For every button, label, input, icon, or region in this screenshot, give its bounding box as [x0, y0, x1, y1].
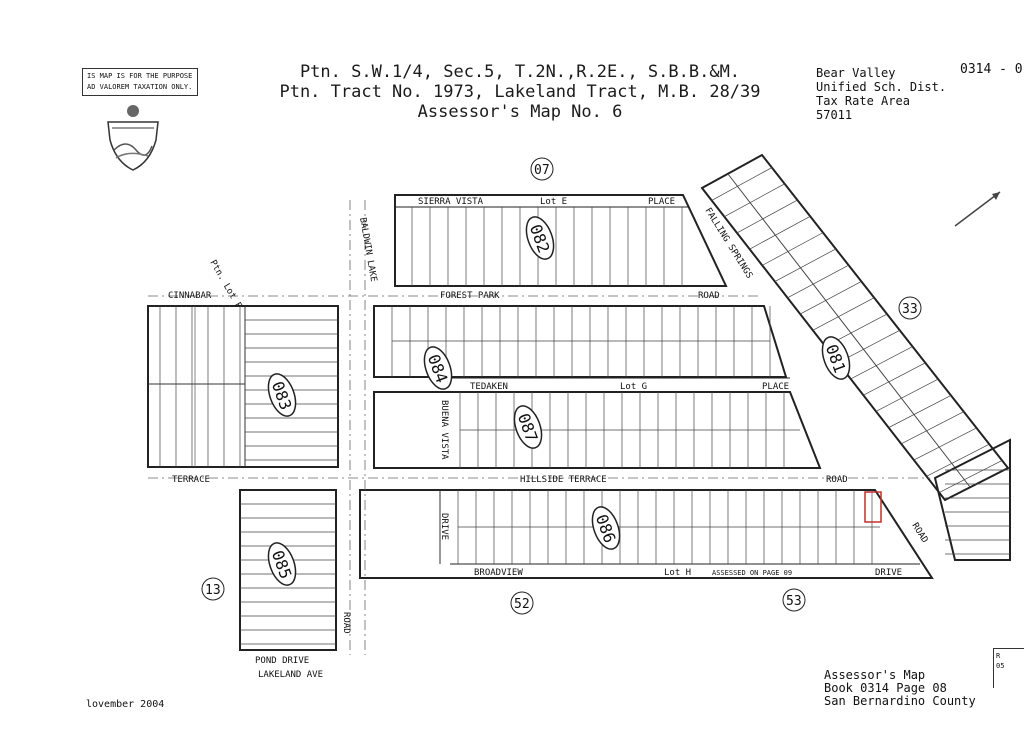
county-seal-icon — [107, 105, 159, 171]
map-date: lovember 2004 — [86, 699, 165, 710]
road-label-3: ROAD — [909, 521, 929, 545]
lot-g-label: Lot G — [620, 382, 647, 392]
lot-line — [787, 264, 849, 299]
street-label-hillside-terrace: HILLSIDE TERRACE — [520, 475, 607, 485]
svg-text:52: 52 — [514, 597, 530, 612]
place-label: PLACE — [648, 197, 675, 207]
svg-text:087: 087 — [514, 411, 542, 445]
title-line-1: Ptn. S.W.1/4, Sec.5, T.2N.,R.2E., S.B.B.… — [299, 62, 741, 82]
svg-text:07: 07 — [534, 163, 550, 178]
svg-text:53: 53 — [786, 594, 802, 609]
lot-line — [913, 427, 977, 461]
district-line: Unified Sch. Dist. — [816, 80, 947, 94]
assessed-note: ASSESSED ON PAGE 09 — [712, 569, 792, 577]
title-line-2: Ptn. Tract No. 1973, Lakeland Tract, M.B… — [279, 82, 761, 102]
lot-line — [888, 395, 952, 428]
lot-h-label: Lot H — [664, 568, 691, 578]
svg-text:081: 081 — [822, 342, 850, 376]
map-title: Ptn. S.W.1/4, Sec.5, T.2N.,R.2E., S.B.B.… — [250, 62, 790, 122]
lot-line — [939, 460, 1003, 493]
footer-line: San Bernardino County — [824, 694, 976, 708]
district-line: Tax Rate Area — [816, 94, 910, 108]
lot-e-label: Lot E — [540, 197, 567, 207]
lot-line — [762, 232, 824, 266]
block-084[interactable]: 084 — [419, 343, 457, 393]
street-label-forest-park: FOREST PARK — [440, 291, 500, 301]
footer-line: Assessor's Map — [824, 668, 926, 682]
corner-note: R 05 — [993, 648, 1024, 688]
corner-line: 05 — [996, 662, 1005, 670]
svg-text:086: 086 — [592, 512, 620, 546]
street-label-terrace: TERRACE — [172, 475, 210, 485]
street-label-cinnabar: CINNABAR — [168, 291, 212, 301]
block-087[interactable]: 087 — [509, 402, 547, 452]
block-083[interactable]: 083 — [263, 370, 301, 420]
street-label-sierra-vista: SIERRA VISTA — [418, 197, 484, 207]
corner-line: R — [996, 652, 1001, 660]
lot-line — [812, 297, 875, 331]
place-label-2: PLACE — [762, 382, 789, 392]
svg-text:13: 13 — [205, 583, 221, 598]
title-line-3: Assessor's Map No. 6 — [417, 102, 623, 122]
street-label-broadview: BROADVIEW — [474, 568, 523, 578]
street-label-buena-vista: BUENA VISTA — [439, 400, 449, 460]
block-086[interactable]: 086 — [587, 503, 625, 553]
highlighted-parcel[interactable] — [864, 491, 882, 523]
svg-text:085: 085 — [268, 548, 296, 582]
road-label: ROAD — [698, 291, 720, 301]
lot-line — [749, 216, 811, 250]
lot-line — [926, 443, 990, 477]
road-label-4: ROAD — [341, 612, 351, 634]
page-ref-52[interactable]: 52 — [510, 591, 534, 615]
district-line: Bear Valley — [816, 66, 896, 80]
purpose-note-line: IS MAP IS FOR THE PURPOSE — [87, 72, 193, 80]
map-footer: Assessor's Map Book 0314 Page 08 San Ber… — [824, 669, 976, 708]
lot-line — [724, 183, 785, 218]
district-info: Bear Valley Unified Sch. Dist. Tax Rate … — [816, 66, 946, 122]
purpose-note-line: AD VALOREM TAXATION ONLY. — [87, 83, 193, 91]
lot-line — [736, 199, 798, 234]
block-082[interactable]: 082 — [521, 213, 559, 263]
page-ref-53[interactable]: 53 — [782, 588, 806, 612]
road-label-2: ROAD — [826, 475, 848, 485]
street-label-baldwin-lake: BALDWIN LAKE — [357, 217, 378, 283]
svg-text:33: 33 — [902, 302, 918, 317]
page-ref-33[interactable]: 33 — [898, 296, 922, 320]
district-line: 57011 — [816, 108, 853, 122]
lot-line — [774, 248, 836, 282]
lot-line — [850, 346, 913, 380]
block-081[interactable]: 081 — [817, 333, 855, 383]
purpose-note: IS MAP IS FOR THE PURPOSE AD VALOREM TAX… — [82, 68, 198, 96]
street-label-drive: DRIVE — [439, 513, 449, 540]
lot-line — [711, 167, 773, 201]
ptn-lot-f-label: Ptn. Lot F — [207, 259, 243, 311]
footer-line: Book 0314 Page 08 — [824, 681, 947, 695]
street-label-lakeland-ave: LAKELAND AVE — [258, 670, 323, 680]
street-label-pond-drive: POND DRIVE — [255, 656, 309, 666]
lot-line — [901, 411, 964, 445]
block-085[interactable]: 085 — [263, 539, 301, 589]
lot-line — [875, 378, 939, 412]
north-arrow-icon — [954, 191, 1001, 227]
svg-text:083: 083 — [268, 379, 296, 413]
map-number: 0314 - 0 — [960, 62, 1023, 77]
page-ref-07[interactable]: 07 — [530, 157, 554, 181]
lot-line — [863, 362, 926, 396]
drive-label: DRIVE — [875, 568, 902, 578]
page-ref-13[interactable]: 13 — [201, 577, 225, 601]
svg-text:084: 084 — [424, 352, 452, 386]
lot-line — [800, 281, 862, 315]
street-label-tedaken: TEDAKEN — [470, 382, 508, 392]
svg-text:082: 082 — [526, 222, 554, 256]
